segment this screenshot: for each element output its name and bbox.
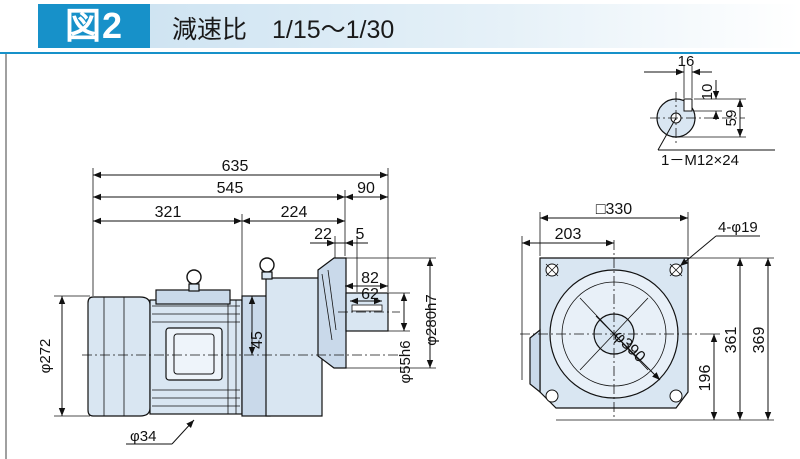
shaft-end-detail: 16 10 59 1－M12×24 [644,53,775,169]
dim-key-width: 16 [678,53,695,70]
motor-eyebolt-icon [186,269,202,285]
front-view: □330 203 4-φ19 φ390 196 361 369 [520,201,774,421]
dim-motor-length: 321 [155,204,182,221]
dim-body-length: 545 [217,180,244,197]
dim-shaft-extension: 90 [357,180,375,197]
dim-key-length: 62 [361,286,379,303]
dim-terminal-offset: 203 [555,226,582,243]
figure-header: 図2 減速比 1/15～1/30 [0,0,800,54]
fan-cover [87,296,151,417]
dim-cable-gland: φ34 [130,428,156,445]
dim-center-height: 196 [697,365,714,392]
figure-number-badge: 図2 [38,4,150,48]
title-bar [150,4,800,48]
gear-housing [265,277,323,417]
dim-height-361: 361 [723,327,740,354]
cooling-fins [152,300,240,414]
dim-height-369: 369 [751,327,768,354]
dim-tap-hole: 1－M12×24 [661,152,739,169]
adapter-flange [241,295,271,417]
reduction-ratio-title: 減速比 1/15～1/30 [172,16,395,44]
conduit-box [165,327,223,381]
dim-overall-length: 635 [222,158,249,175]
dim-key-height: 59 [723,110,740,127]
dim-bolt-holes: 4-φ19 [718,219,758,236]
header-rule [0,52,800,54]
dim-center-offset: 45 [249,331,266,349]
bolt-holes [545,263,683,403]
side-view: 635 545 90 321 224 22 5 82 62 45 φ55h6 φ… [37,158,440,445]
dim-gear-length: 224 [281,204,308,221]
dim-key-depth: 10 [699,84,716,101]
terminal-box-side [529,328,541,394]
dim-shaft-diameter: φ55h6 [397,340,414,383]
dim-motor-diameter: φ272 [37,339,54,374]
dim-shaft-length: 82 [361,270,379,287]
dim-spigot: 5 [356,226,365,243]
dim-flange-thickness: 22 [314,226,332,243]
dim-flange-square: □330 [596,201,632,218]
gear-eyebolt-icon [259,257,275,273]
shaft-key [351,304,383,312]
dim-spigot-diameter: φ280h7 [423,294,440,345]
terminal-box [155,289,231,305]
